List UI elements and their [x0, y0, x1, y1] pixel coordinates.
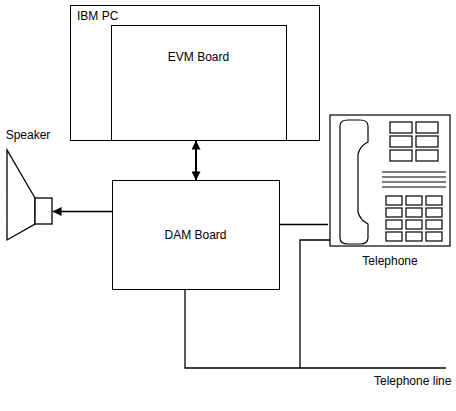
telephone-key [386, 220, 402, 229]
telephone-key [426, 196, 442, 205]
telephone-key [386, 208, 402, 217]
speaker-magnet [35, 198, 52, 224]
telephone-handset [340, 120, 368, 244]
node-label: Speaker [6, 128, 51, 142]
speaker-cone [7, 150, 35, 240]
speaker-symbol: Speaker [3, 128, 53, 243]
node-label: DAM Board [164, 228, 226, 242]
node-label: Telephone [362, 254, 417, 268]
telephone-key [416, 136, 438, 147]
telephone-line-wire [185, 290, 446, 368]
telephone-key [406, 208, 422, 217]
telephone-key [416, 150, 438, 161]
telephone-key [386, 196, 402, 205]
connector-line [53, 211, 112, 212]
telephone-key [426, 220, 442, 229]
telephone-key [406, 232, 422, 241]
telephone-grille [382, 186, 446, 187]
telephone-key [390, 150, 412, 161]
board-box: DAM Board [112, 180, 280, 290]
speaker-symbol [3, 128, 53, 243]
telephone-grille [382, 171, 446, 172]
computer-box: IBM PC EVM Board [70, 5, 320, 141]
telephone-key [416, 122, 438, 133]
telephone-key [390, 122, 412, 133]
connector-line [195, 141, 197, 180]
node-label: IBM PC [77, 9, 118, 23]
node-label: EVM Board [168, 50, 229, 64]
connector-line [280, 224, 328, 225]
telephone-key [406, 196, 422, 205]
line-label: Telephone line [372, 374, 453, 388]
telephone-symbol: Telephone [328, 112, 452, 269]
telephone-grille [382, 181, 446, 182]
telephone-body [330, 115, 450, 246]
telephone-line-wire [300, 240, 330, 368]
telephone-key [386, 232, 402, 241]
telephone-symbol [328, 112, 452, 269]
board-box: EVM Board [111, 25, 287, 141]
telephone-grille [382, 176, 446, 177]
telephone-case [330, 115, 450, 246]
telephone-key [406, 220, 422, 229]
telephone-key [426, 232, 442, 241]
telephone-key [390, 136, 412, 147]
telephone-key [426, 208, 442, 217]
